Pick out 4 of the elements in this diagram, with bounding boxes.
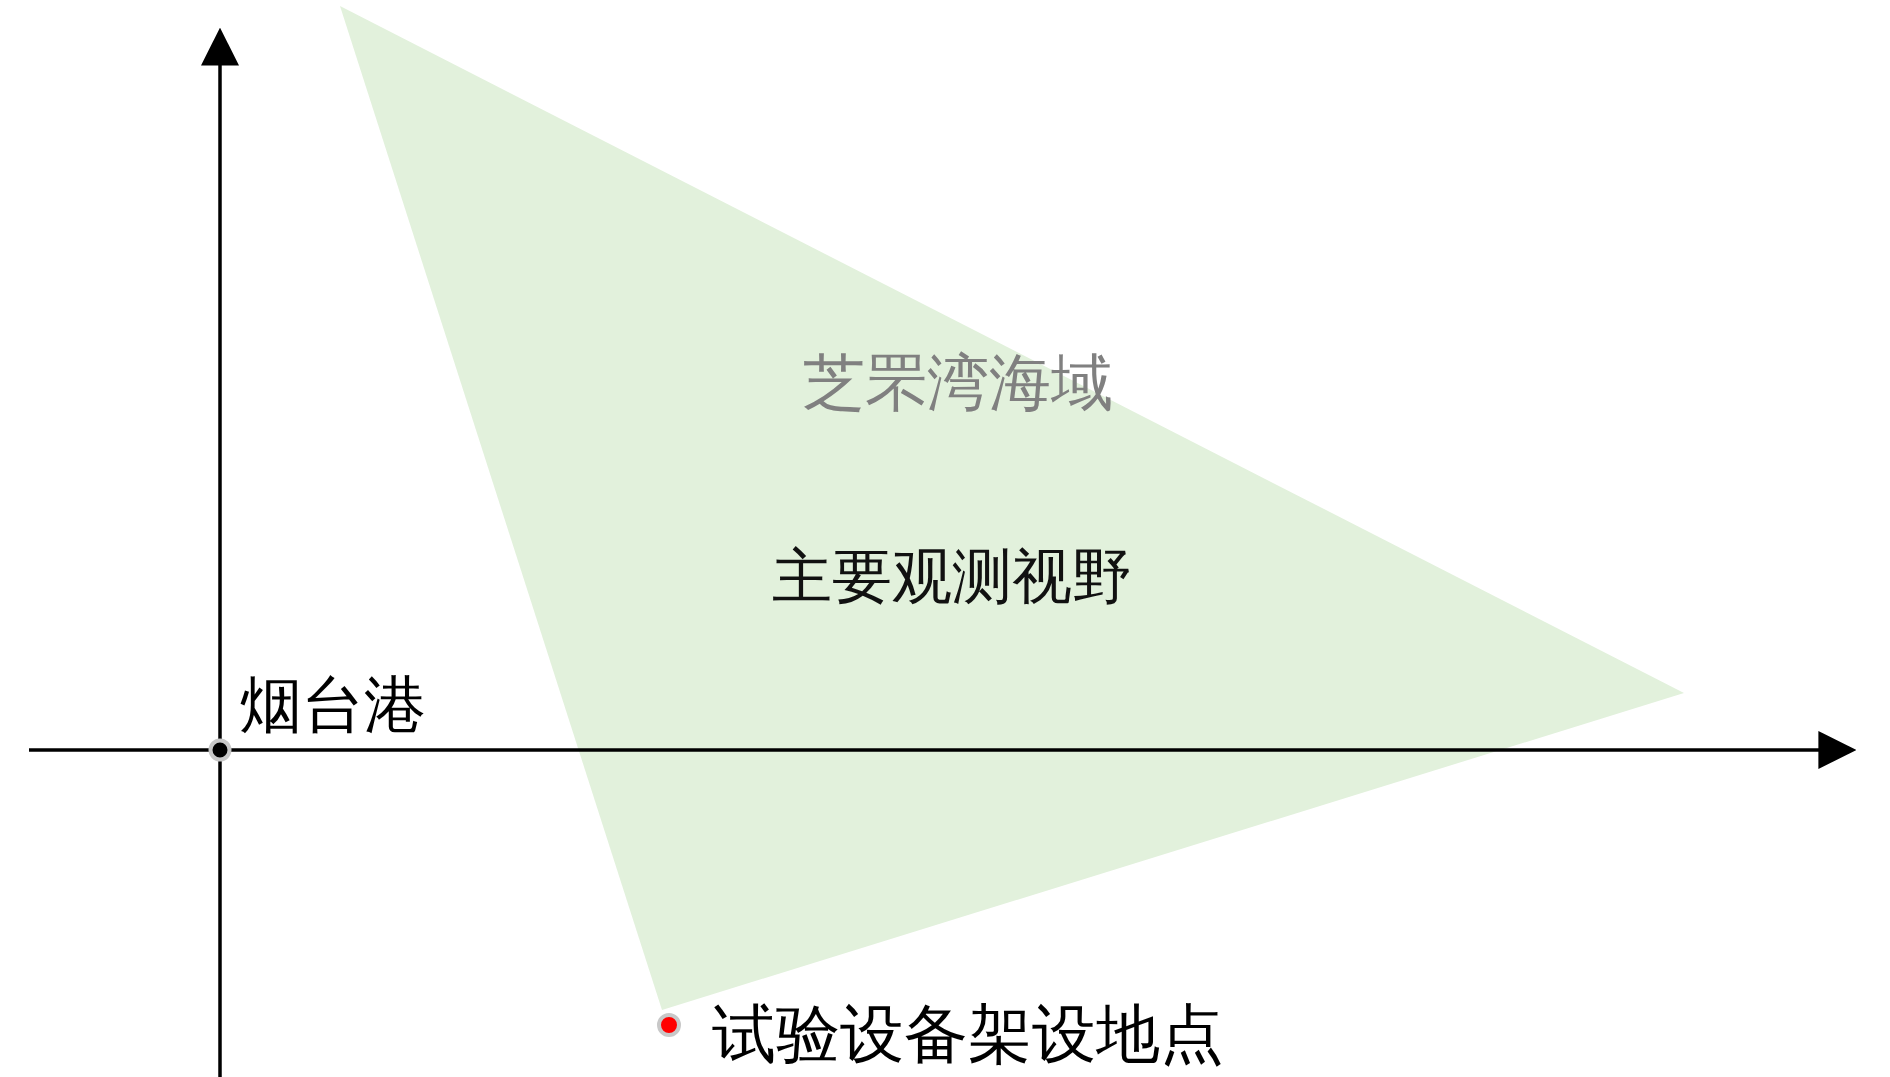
sea-area-label: 芝罘湾海域 bbox=[803, 352, 1113, 414]
port-label: 烟台港 bbox=[240, 674, 426, 736]
region-label: 主要观测视野 bbox=[772, 546, 1132, 606]
site-label: 试验设备架设地点 bbox=[712, 1002, 1224, 1066]
